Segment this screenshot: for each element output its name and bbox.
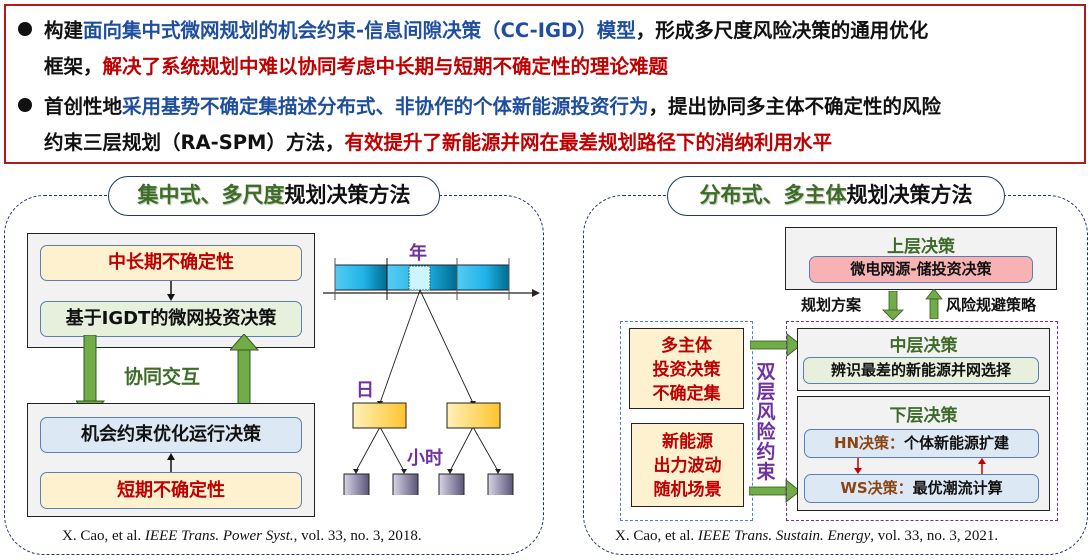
hour-block-3 xyxy=(438,473,465,495)
green-up-arrow-icon xyxy=(925,289,943,319)
bullet-1-text-b: 面向集中式微网规划的机会约束-信息间隙决策（CC-IGD）模型 xyxy=(83,19,636,42)
multi-agent-uncertainty-box: 多主体 投资决策 不确定集 xyxy=(629,328,744,409)
box1-line-2: 投资决策 xyxy=(652,360,721,380)
ws-text: 最优潮流计算 xyxy=(912,479,1003,497)
right-title-green: 分布式、多主体 xyxy=(699,183,847,207)
day-block-2 xyxy=(446,402,501,429)
upper-layer-title: 上层决策 xyxy=(887,237,955,257)
right-panel-title: 分布式、多主体规划决策方法 xyxy=(667,176,1005,216)
vlabel-char: 险 xyxy=(756,421,776,443)
vlabel-char: 束 xyxy=(756,461,776,483)
vlabel-char: 风 xyxy=(756,401,776,423)
green-up-arrow-icon xyxy=(230,334,260,418)
upper-layer-content: 微电网源-储投资决策 xyxy=(809,256,1033,283)
hn-prefix: HN决策： xyxy=(833,434,905,452)
day-label: 日 xyxy=(356,380,374,401)
bullet-2-text-a: 首创性地 xyxy=(44,95,123,118)
mid-long-uncertainty-box: 中长期不确定性 xyxy=(40,245,302,281)
bullet-1-line-1: 构建面向集中式微网规划的机会约束-信息间隙决策（CC-IGD）模型，形成多尺度风… xyxy=(18,16,928,46)
vlabel-char: 双 xyxy=(756,361,776,383)
bullet-1-text-c: ，形成多尺度风险决策的通用优化 xyxy=(635,19,929,42)
box2-line-1: 新能源 xyxy=(662,432,713,452)
tree-connectors xyxy=(355,289,499,472)
dual-layer-risk-constraint-label: 双 层 风 险 约 束 xyxy=(755,362,777,482)
renewable-scenario-box: 新能源 出力波动 随机场景 xyxy=(631,423,744,507)
igdt-investment-box: 基于IGDT的微网投资决策 xyxy=(40,301,302,337)
arrow-down-icon xyxy=(167,281,175,301)
bullet-1-text-a: 构建 xyxy=(44,19,84,42)
bullet-1-line-2: 框架，解决了系统规划中难以协同考虑中长期与短期不确定性的理论难题 xyxy=(44,52,668,82)
bullet-2-text-c: ，提出协同多主体不确定性的风险 xyxy=(648,95,942,118)
middle-layer-content: 辨识最差的新能源并网选择 xyxy=(803,357,1039,384)
bullet-2-text-d: 约束三层规划（RA-SPM）方法， xyxy=(44,131,345,154)
left-citation: X. Cao, et al. IEEE Trans. Power Syst., … xyxy=(62,528,422,545)
bullet-2-text-b: 采用基势不确定集描述分布式、非协作的个体新能源投资行为 xyxy=(122,95,649,118)
ws-decision-box: WS决策：最优潮流计算 xyxy=(804,474,1039,503)
short-uncertainty-box: 短期不确定性 xyxy=(40,472,302,509)
hour-label: 小时 xyxy=(407,448,443,469)
hour-block-1 xyxy=(343,473,370,495)
year-label: 年 xyxy=(409,243,427,264)
arrow-up-icon xyxy=(167,453,175,473)
green-down-arrow-icon xyxy=(882,291,904,321)
left-title-green: 集中式、多尺度 xyxy=(137,183,285,207)
left-title-black: 规划决策方法 xyxy=(284,183,411,207)
summary-box: 构建面向集中式微网规划的机会约束-信息间隙决策（CC-IGD）模型，形成多尺度风… xyxy=(4,4,1086,164)
box2-line-3: 随机场景 xyxy=(653,480,722,500)
box1-line-1: 多主体 xyxy=(661,336,712,356)
box2-line-2: 出力波动 xyxy=(653,456,722,476)
bullet-1-text-d: 框架， xyxy=(44,55,103,78)
hour-block-4 xyxy=(487,473,514,495)
box1-line-3: 不确定集 xyxy=(652,384,721,404)
hn-decision-box: HN决策：个体新能源扩建 xyxy=(804,429,1039,458)
right-citation-details: , vol. 33, no. 3, 2021. xyxy=(870,528,999,544)
chance-constrained-box: 机会约束优化运行决策 xyxy=(40,417,302,453)
right-citation-journal: IEEE Trans. Sustain. Energy xyxy=(697,528,871,544)
bullet-2-text-e: 有效提升了新能源并网在最差规划路径下的消纳利用水平 xyxy=(344,131,832,154)
bullet-1-text-e: 解决了系统规划中难以协同考虑中长期与短期不确定性的理论难题 xyxy=(102,55,669,78)
left-citation-authors: X. Cao, et al. xyxy=(62,528,145,544)
day-block-1 xyxy=(352,402,407,429)
risk-avoidance-label: 风险规避策略 xyxy=(946,296,1037,314)
interaction-label: 协同交互 xyxy=(124,366,201,388)
red-down-arrow-icon xyxy=(854,458,862,474)
left-panel-title: 集中式、多尺度规划决策方法 xyxy=(108,176,440,216)
lower-layer-title: 下层决策 xyxy=(889,406,958,426)
middle-layer-title: 中层决策 xyxy=(889,336,958,356)
year-bar xyxy=(323,258,540,300)
bullet-2-line-1: 首创性地采用基势不确定集描述分布式、非协作的个体新能源投资行为，提出协同多主体不… xyxy=(18,92,941,122)
red-up-arrow-icon xyxy=(978,458,986,474)
right-citation: X. Cao, et al. IEEE Trans. Sustain. Ener… xyxy=(615,528,998,545)
ws-prefix: WS决策： xyxy=(840,479,913,497)
hour-block-2 xyxy=(392,473,419,495)
right-citation-authors: X. Cao, et al. xyxy=(615,528,698,544)
timescale-diagram xyxy=(323,258,540,495)
right-title-black: 规划决策方法 xyxy=(846,183,973,207)
green-right-arrow-icon xyxy=(749,479,801,503)
left-citation-journal: IEEE Trans. Power Syst. xyxy=(144,528,294,544)
uncertainty-group xyxy=(620,321,753,521)
bullet-dot-icon xyxy=(18,98,32,112)
lower-levels-group xyxy=(786,321,1058,521)
planning-scheme-label: 规划方案 xyxy=(801,296,862,314)
left-citation-details: , vol. 33, no. 3, 2018. xyxy=(293,528,422,544)
vlabel-char: 约 xyxy=(756,441,776,463)
bullet-2-line-2: 约束三层规划（RA-SPM）方法，有效提升了新能源并网在最差规划路径下的消纳利用… xyxy=(44,128,832,158)
green-right-arrow-icon xyxy=(750,333,802,357)
bullet-dot-icon xyxy=(18,22,32,36)
vlabel-char: 层 xyxy=(756,381,776,403)
hn-text: 个体新能源扩建 xyxy=(904,434,1010,452)
